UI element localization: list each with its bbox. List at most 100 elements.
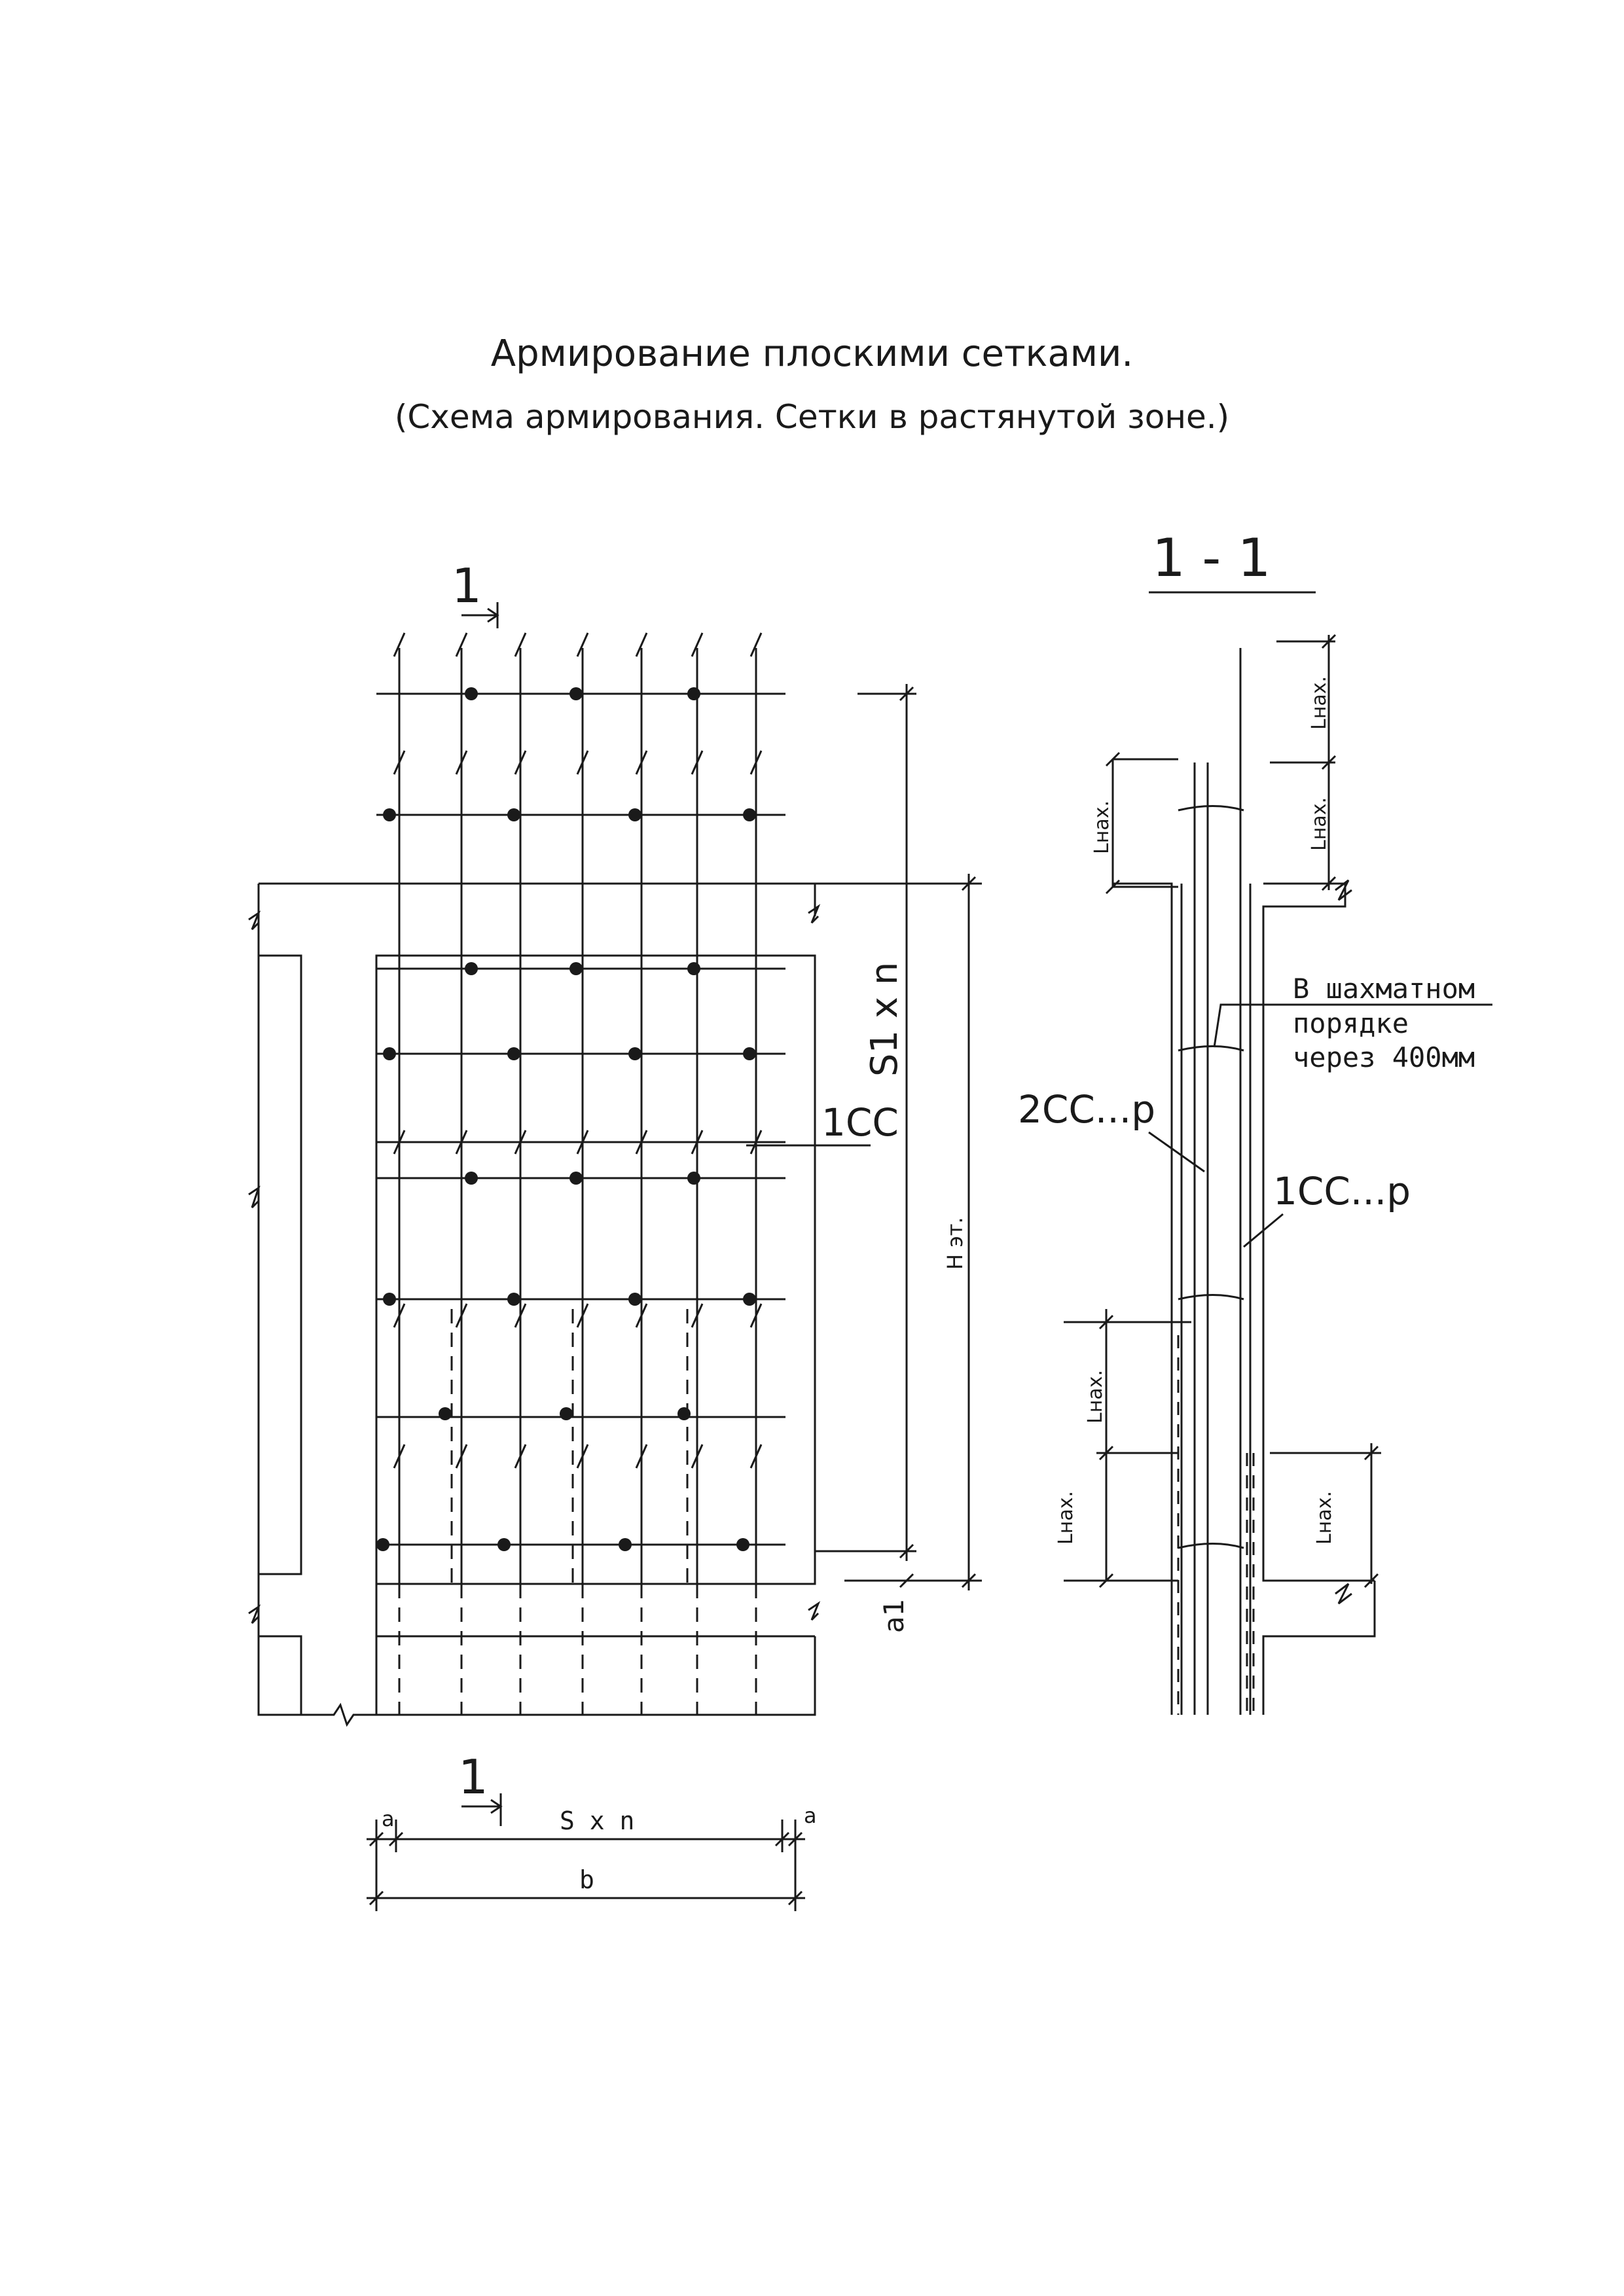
bar-dot [569, 962, 583, 975]
left-column-lower [257, 1635, 302, 1716]
section-mark-top: 1 [452, 558, 482, 613]
wall-panel [375, 954, 816, 1585]
bar-tick [749, 1130, 763, 1155]
lap-label-3: Lнах. [1091, 800, 1113, 854]
bar-dot [743, 1293, 756, 1306]
dim-ext-bottom [375, 1820, 797, 1911]
bar-tick [635, 632, 648, 657]
bar-tick [576, 1130, 589, 1155]
bar-dot [677, 1407, 691, 1420]
horizontal-bars [376, 692, 785, 1546]
bar-tick [576, 1303, 589, 1328]
note-line-2: порядке [1293, 1007, 1409, 1039]
mesh-label-1cc: 1CC [821, 1100, 899, 1145]
lap-label-2: Lнах. [1308, 797, 1331, 851]
bar-dot [507, 1293, 520, 1306]
bar-tick [455, 1444, 468, 1469]
bar-tick [455, 1303, 468, 1328]
break-line-right-top [808, 904, 821, 924]
bar-tick [635, 1303, 648, 1328]
bar-tick [393, 1303, 406, 1328]
bar-tick [749, 1303, 763, 1328]
bar-tick [635, 1444, 648, 1469]
break-line-left-top [248, 910, 261, 931]
bar-end-ticks [393, 632, 763, 1469]
bar-tick [514, 750, 527, 775]
lap-dim-ticks [1098, 634, 1379, 1588]
bar-dot [507, 1047, 520, 1060]
bar-tick [691, 632, 704, 657]
bar-dot [687, 1172, 700, 1185]
dim-label-a1: a1 [878, 1599, 910, 1633]
label-2cc-leader [1148, 1131, 1205, 1173]
bar-dot [497, 1538, 511, 1551]
bar-dot [736, 1538, 749, 1551]
lap-label-1: Lнах. [1308, 676, 1331, 730]
bar-tick [514, 1303, 527, 1328]
bar-tick [514, 1130, 527, 1155]
note-line-3: через 400мм [1293, 1041, 1475, 1073]
bar-tick [455, 750, 468, 775]
dim-label-s1n: S1 x n [863, 962, 906, 1077]
bar-tick [514, 1444, 527, 1469]
section-bars-lower-dashed [1177, 1335, 1255, 1715]
section-arrow-bottom [461, 1793, 503, 1826]
bar-tick [691, 1444, 704, 1469]
bar-tick [749, 750, 763, 775]
left-column-upper [257, 954, 302, 1575]
bar-dot [743, 1047, 756, 1060]
bar-cross-sections [376, 687, 756, 1551]
lap-label-4: Lнах. [1084, 1370, 1107, 1424]
label-1cc-leader [1243, 1213, 1284, 1248]
bar-tick [749, 632, 763, 657]
section-mark-bottom: 1 [458, 1749, 488, 1804]
bar-tick [455, 632, 468, 657]
bar-dot [376, 1538, 389, 1551]
section-arrow-top [461, 602, 499, 628]
label-1cc: 1CC...p [1273, 1169, 1411, 1213]
note-line-1: В шахматном [1293, 973, 1475, 1005]
label-2cc: 2CC...p [1018, 1087, 1155, 1132]
bar-tick [393, 1130, 406, 1155]
section-links [1178, 805, 1244, 1549]
slab-outline [257, 882, 816, 1727]
note-leader [1213, 1003, 1492, 1048]
lap-label-6: Lнах. [1313, 1491, 1336, 1545]
bar-tick [514, 632, 527, 657]
bar-dot [619, 1538, 632, 1551]
bar-dot [383, 1047, 396, 1060]
vertical-bars [398, 648, 757, 1715]
break-line-left-mid [248, 1185, 261, 1209]
dim-label-hfloor: Н эт. [943, 1217, 967, 1270]
dim-label-a-right: a [804, 1803, 817, 1828]
lap-label-5: Lнах. [1055, 1491, 1077, 1545]
bar-dot [687, 962, 700, 975]
bar-tick [576, 1444, 589, 1469]
bar-tick [635, 750, 648, 775]
bar-tick [455, 1130, 468, 1155]
dim-ticks-right [899, 686, 977, 1588]
section-title: 1 - 1 [1152, 528, 1271, 588]
wall-elevation [248, 602, 982, 1911]
bar-dot [628, 1047, 641, 1060]
bar-dot [628, 1293, 641, 1306]
diagram-title: Армирование плоскими сетками. [490, 332, 1134, 375]
bar-tick [576, 750, 589, 775]
bar-dot [383, 808, 396, 821]
bar-tick [393, 750, 406, 775]
bar-tick [691, 1303, 704, 1328]
break-line-left-bot [248, 1604, 261, 1624]
bar-tick [749, 1444, 763, 1469]
bar-dot [383, 1293, 396, 1306]
bar-tick [576, 632, 589, 657]
bar-dot [628, 808, 641, 821]
bar-tick [393, 632, 406, 657]
bar-dot [439, 1407, 452, 1420]
section-outline-upper [1113, 882, 1376, 1715]
bar-dot [465, 962, 478, 975]
bar-dot [560, 1407, 573, 1420]
dim-label-a-left: a [382, 1806, 395, 1831]
bar-dot [569, 687, 583, 700]
section-view [1064, 591, 1492, 1715]
